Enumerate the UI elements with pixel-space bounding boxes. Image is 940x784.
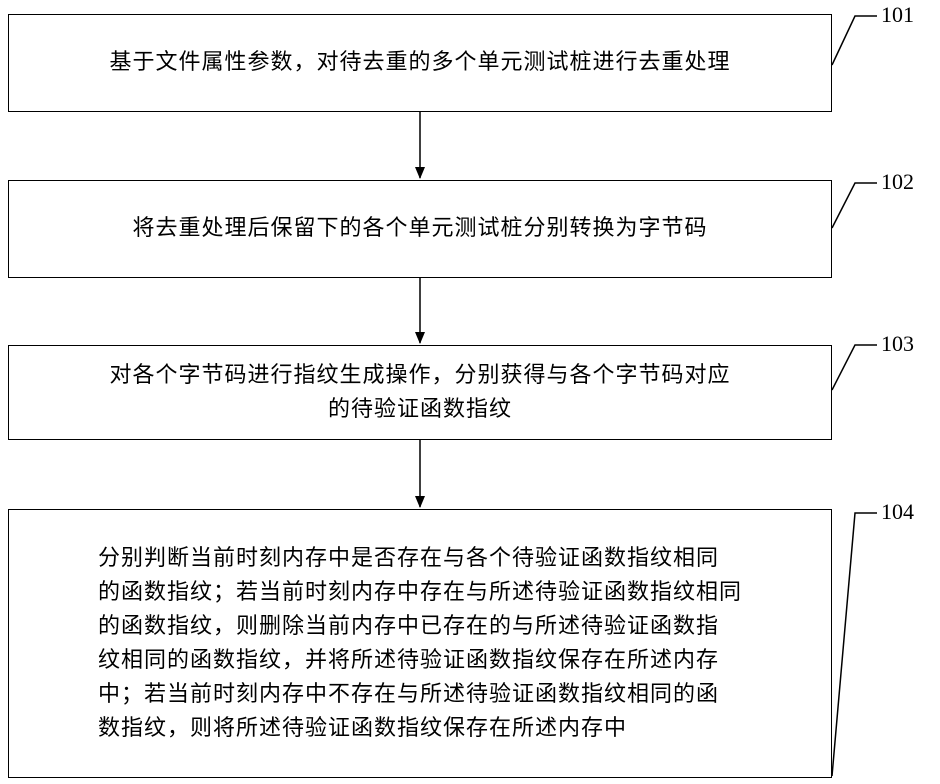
step-box-104: 分别判断当前时刻内存中是否存在与各个待验证函数指纹相同 的函数指纹；若当前时刻内… (8, 509, 832, 778)
step-text-103: 对各个字节码进行指纹生成操作，分别获得与各个字节码对应 的待验证函数指纹 (109, 359, 730, 427)
leader-line-101 (832, 16, 877, 65)
step-text-102: 将去重处理后保留下的各个单元测试桩分别转换为字节码 (132, 212, 707, 246)
leader-line-104 (832, 513, 877, 776)
step-label-104: 104 (881, 500, 914, 524)
step-box-101: 基于文件属性参数，对待去重的多个单元测试桩进行去重处理 (8, 14, 832, 112)
step-box-102: 将去重处理后保留下的各个单元测试桩分别转换为字节码 (8, 180, 832, 278)
step-label-103: 103 (881, 332, 914, 356)
leader-line-103 (832, 345, 877, 390)
step-label-102: 102 (881, 170, 914, 194)
step-box-103: 对各个字节码进行指纹生成操作，分别获得与各个字节码对应 的待验证函数指纹 (8, 345, 832, 440)
step-text-101: 基于文件属性参数，对待去重的多个单元测试桩进行去重处理 (109, 46, 730, 80)
step-text-104: 分别判断当前时刻内存中是否存在与各个待验证函数指纹相同 的函数指纹；若当前时刻内… (98, 542, 742, 746)
step-label-101: 101 (881, 3, 914, 27)
leader-line-102 (832, 183, 877, 228)
